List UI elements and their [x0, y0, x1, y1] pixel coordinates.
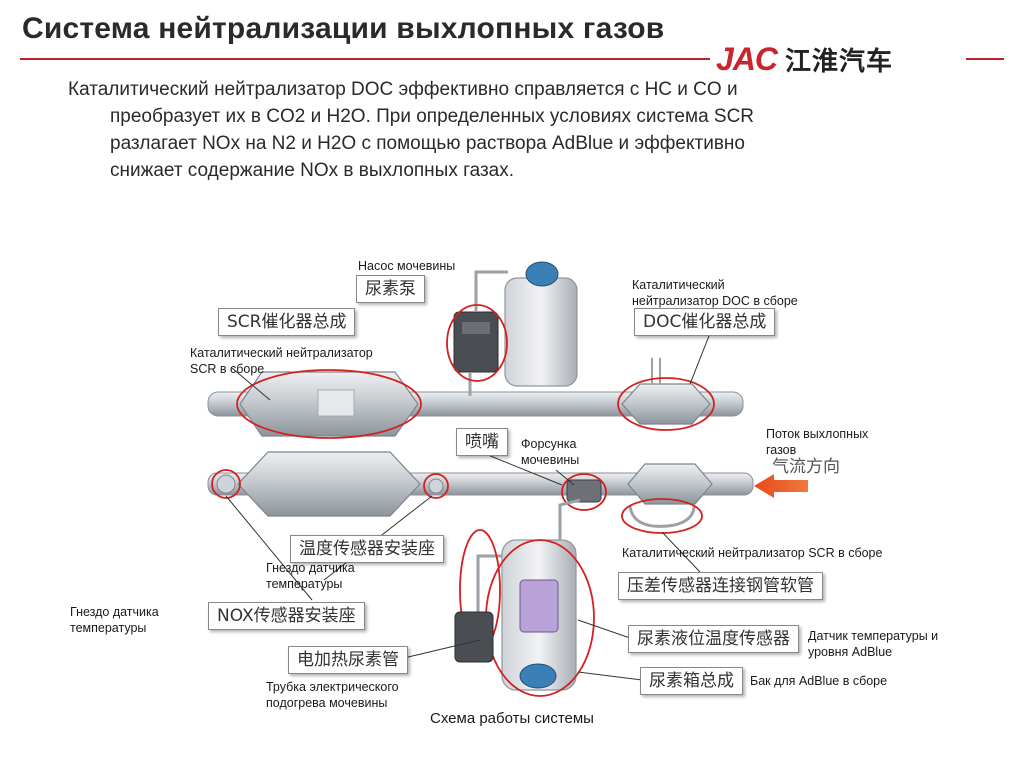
- urea-pump-detail: [462, 322, 490, 334]
- level-temp-sensor: [519, 579, 559, 633]
- highlight-doc-top: [617, 377, 715, 431]
- exhaust-flow-arrow: [754, 474, 808, 498]
- label-scr-assembly-top-2: SCR в сборе: [190, 362, 265, 376]
- intro-line-2: преобразует их в CO2 и H2O. При определе…: [110, 106, 755, 127]
- doc-catalyst-bottom: [627, 463, 713, 505]
- page-title: Система нейтрализации выхлопных газов: [22, 12, 665, 45]
- label-adblue-tank-text: Бак для AdBlue в сборе: [750, 674, 888, 688]
- label-urea-pump-text: Насос мочевины: [358, 259, 456, 273]
- heating-tube: [476, 498, 581, 612]
- label-adblue-tank: Бак для AdBlue в сборе: [750, 673, 887, 689]
- label-temp-level-sensor: Датчик температуры и уровня AdBlue: [808, 628, 938, 660]
- doc-sensor-pipe: [651, 358, 661, 384]
- label-urea-injector-2: мочевины: [521, 453, 580, 467]
- label-scr-assembly-bottom-text: Каталитический нейтрализатор SCR в сборе: [622, 546, 883, 560]
- highlight-pressure-pipe: [621, 498, 703, 534]
- pump-pipe: [474, 270, 508, 312]
- label-temp-level-sensor-2: уровня AdBlue: [808, 645, 893, 659]
- label-doc-assembly-top: Каталитический нейтрализатор DOC в сборе: [632, 277, 798, 309]
- leader-socket-a: [225, 495, 313, 601]
- cn-flow-direction: 气流方向: [772, 457, 840, 477]
- highlight-socket-left: [211, 469, 241, 499]
- leader-pressure-pipe: [661, 531, 701, 573]
- logo-latin: JAC: [716, 40, 778, 77]
- label-doc-assembly-top-2: нейтрализатор DOC в сборе: [632, 294, 798, 308]
- label-heating-tube: Трубка электрического подогрева мочевины: [266, 679, 399, 711]
- highlight-scr-top: [236, 369, 422, 439]
- leader-level-sensor: [577, 619, 631, 639]
- intro-paragraph: Каталитический нейтрализатор DOC эффекти…: [68, 76, 928, 184]
- label-scr-assembly-top: Каталитический нейтрализатор SCR в сборе: [190, 345, 373, 377]
- label-exhaust-flow-1: Поток выхлопных: [766, 427, 869, 441]
- title-divider: [20, 58, 1004, 60]
- label-doc-assembly-top-1: Каталитический: [632, 278, 725, 292]
- label-temp-sensor-socket-b-2: температуры: [70, 621, 147, 635]
- intro-line-3: разлагает NOx на N2 и H2O с помощью раст…: [110, 133, 745, 154]
- label-temp-level-sensor-1: Датчик температуры и: [808, 629, 939, 643]
- cn-scr-assembly: SCR催化器总成: [218, 308, 356, 336]
- doc-catalyst-top: [621, 383, 711, 425]
- cn-nox-sensor-seat: NOX传感器安装座: [208, 602, 365, 630]
- label-urea-injector: Форсунка мочевины: [521, 436, 579, 468]
- cn-temp-sensor-seat: 温度传感器安装座: [290, 535, 444, 563]
- top-assembly: [207, 261, 744, 439]
- label-temp-sensor-socket-a: Гнездо датчика температуры: [266, 560, 355, 592]
- cn-tank-assembly: 尿素箱总成: [640, 667, 743, 695]
- temp-sensor-socket-left: [216, 474, 236, 494]
- jac-logo: JAC 江淮汽车: [710, 40, 966, 77]
- temp-sensor-socket-right: [428, 478, 444, 494]
- scr-catalyst-bottom: [237, 451, 421, 517]
- cn-nozzle: 喷嘴: [456, 428, 508, 456]
- urea-tank-top: [504, 277, 578, 387]
- label-exhaust-flow: Поток выхлопных газов: [766, 426, 868, 458]
- pressure-pipe: [628, 505, 696, 528]
- urea-pump-lower: [454, 611, 494, 663]
- label-exhaust-flow-2: газов: [766, 443, 797, 457]
- highlight-socket-right: [423, 473, 449, 499]
- intro-line-4: снижает содержание NOx в выхлопных газах…: [110, 160, 515, 181]
- label-temp-sensor-socket-b-1: Гнездо датчика: [70, 605, 159, 619]
- leader-scr-top: [231, 367, 271, 401]
- cn-doc-assembly: DOC催化器总成: [634, 308, 776, 336]
- cn-urea-pump: 尿素泵: [356, 275, 425, 303]
- cn-level-temp-sensor: 尿素液位温度传感器: [628, 625, 799, 653]
- label-heating-tube-2: подогрева мочевины: [266, 696, 388, 710]
- cn-pressure-pipe: 压差传感器连接钢管软管: [618, 572, 823, 600]
- leader-tank: [577, 671, 643, 681]
- tank-cap-top: [525, 261, 559, 287]
- intro-line-1: Каталитический нейтрализатор DOC эффекти…: [68, 79, 738, 100]
- tank-cap-bottom: [519, 663, 557, 689]
- label-temp-sensor-socket-b: Гнездо датчика температуры: [70, 604, 159, 636]
- highlight-pump: [446, 304, 508, 382]
- label-temp-sensor-socket-a-1: Гнездо датчика: [266, 561, 355, 575]
- label-urea-injector-1: Форсунка: [521, 437, 577, 451]
- bottom-assembly: [207, 451, 754, 697]
- urea-pump-body: [453, 311, 499, 373]
- cn-heating-pipe: 电加热尿素管: [288, 646, 408, 674]
- diagram-caption: Схема работы системы: [430, 710, 594, 727]
- leader-nozzle: [487, 454, 563, 486]
- leader-injector: [555, 469, 575, 486]
- urea-injector: [566, 479, 602, 503]
- highlight-injector: [561, 473, 607, 511]
- label-temp-sensor-socket-a-2: температуры: [266, 577, 343, 591]
- logo-chinese: 江淮汽车: [785, 45, 894, 76]
- leader-heating: [403, 639, 481, 659]
- scr-label-plate: [317, 389, 355, 417]
- label-scr-assembly-bottom: Каталитический нейтрализатор SCR в сборе: [622, 545, 882, 561]
- label-urea-pump: Насос мочевины: [358, 258, 455, 274]
- label-scr-assembly-top-1: Каталитический нейтрализатор: [190, 346, 373, 360]
- label-heating-tube-1: Трубка электрического: [266, 680, 399, 694]
